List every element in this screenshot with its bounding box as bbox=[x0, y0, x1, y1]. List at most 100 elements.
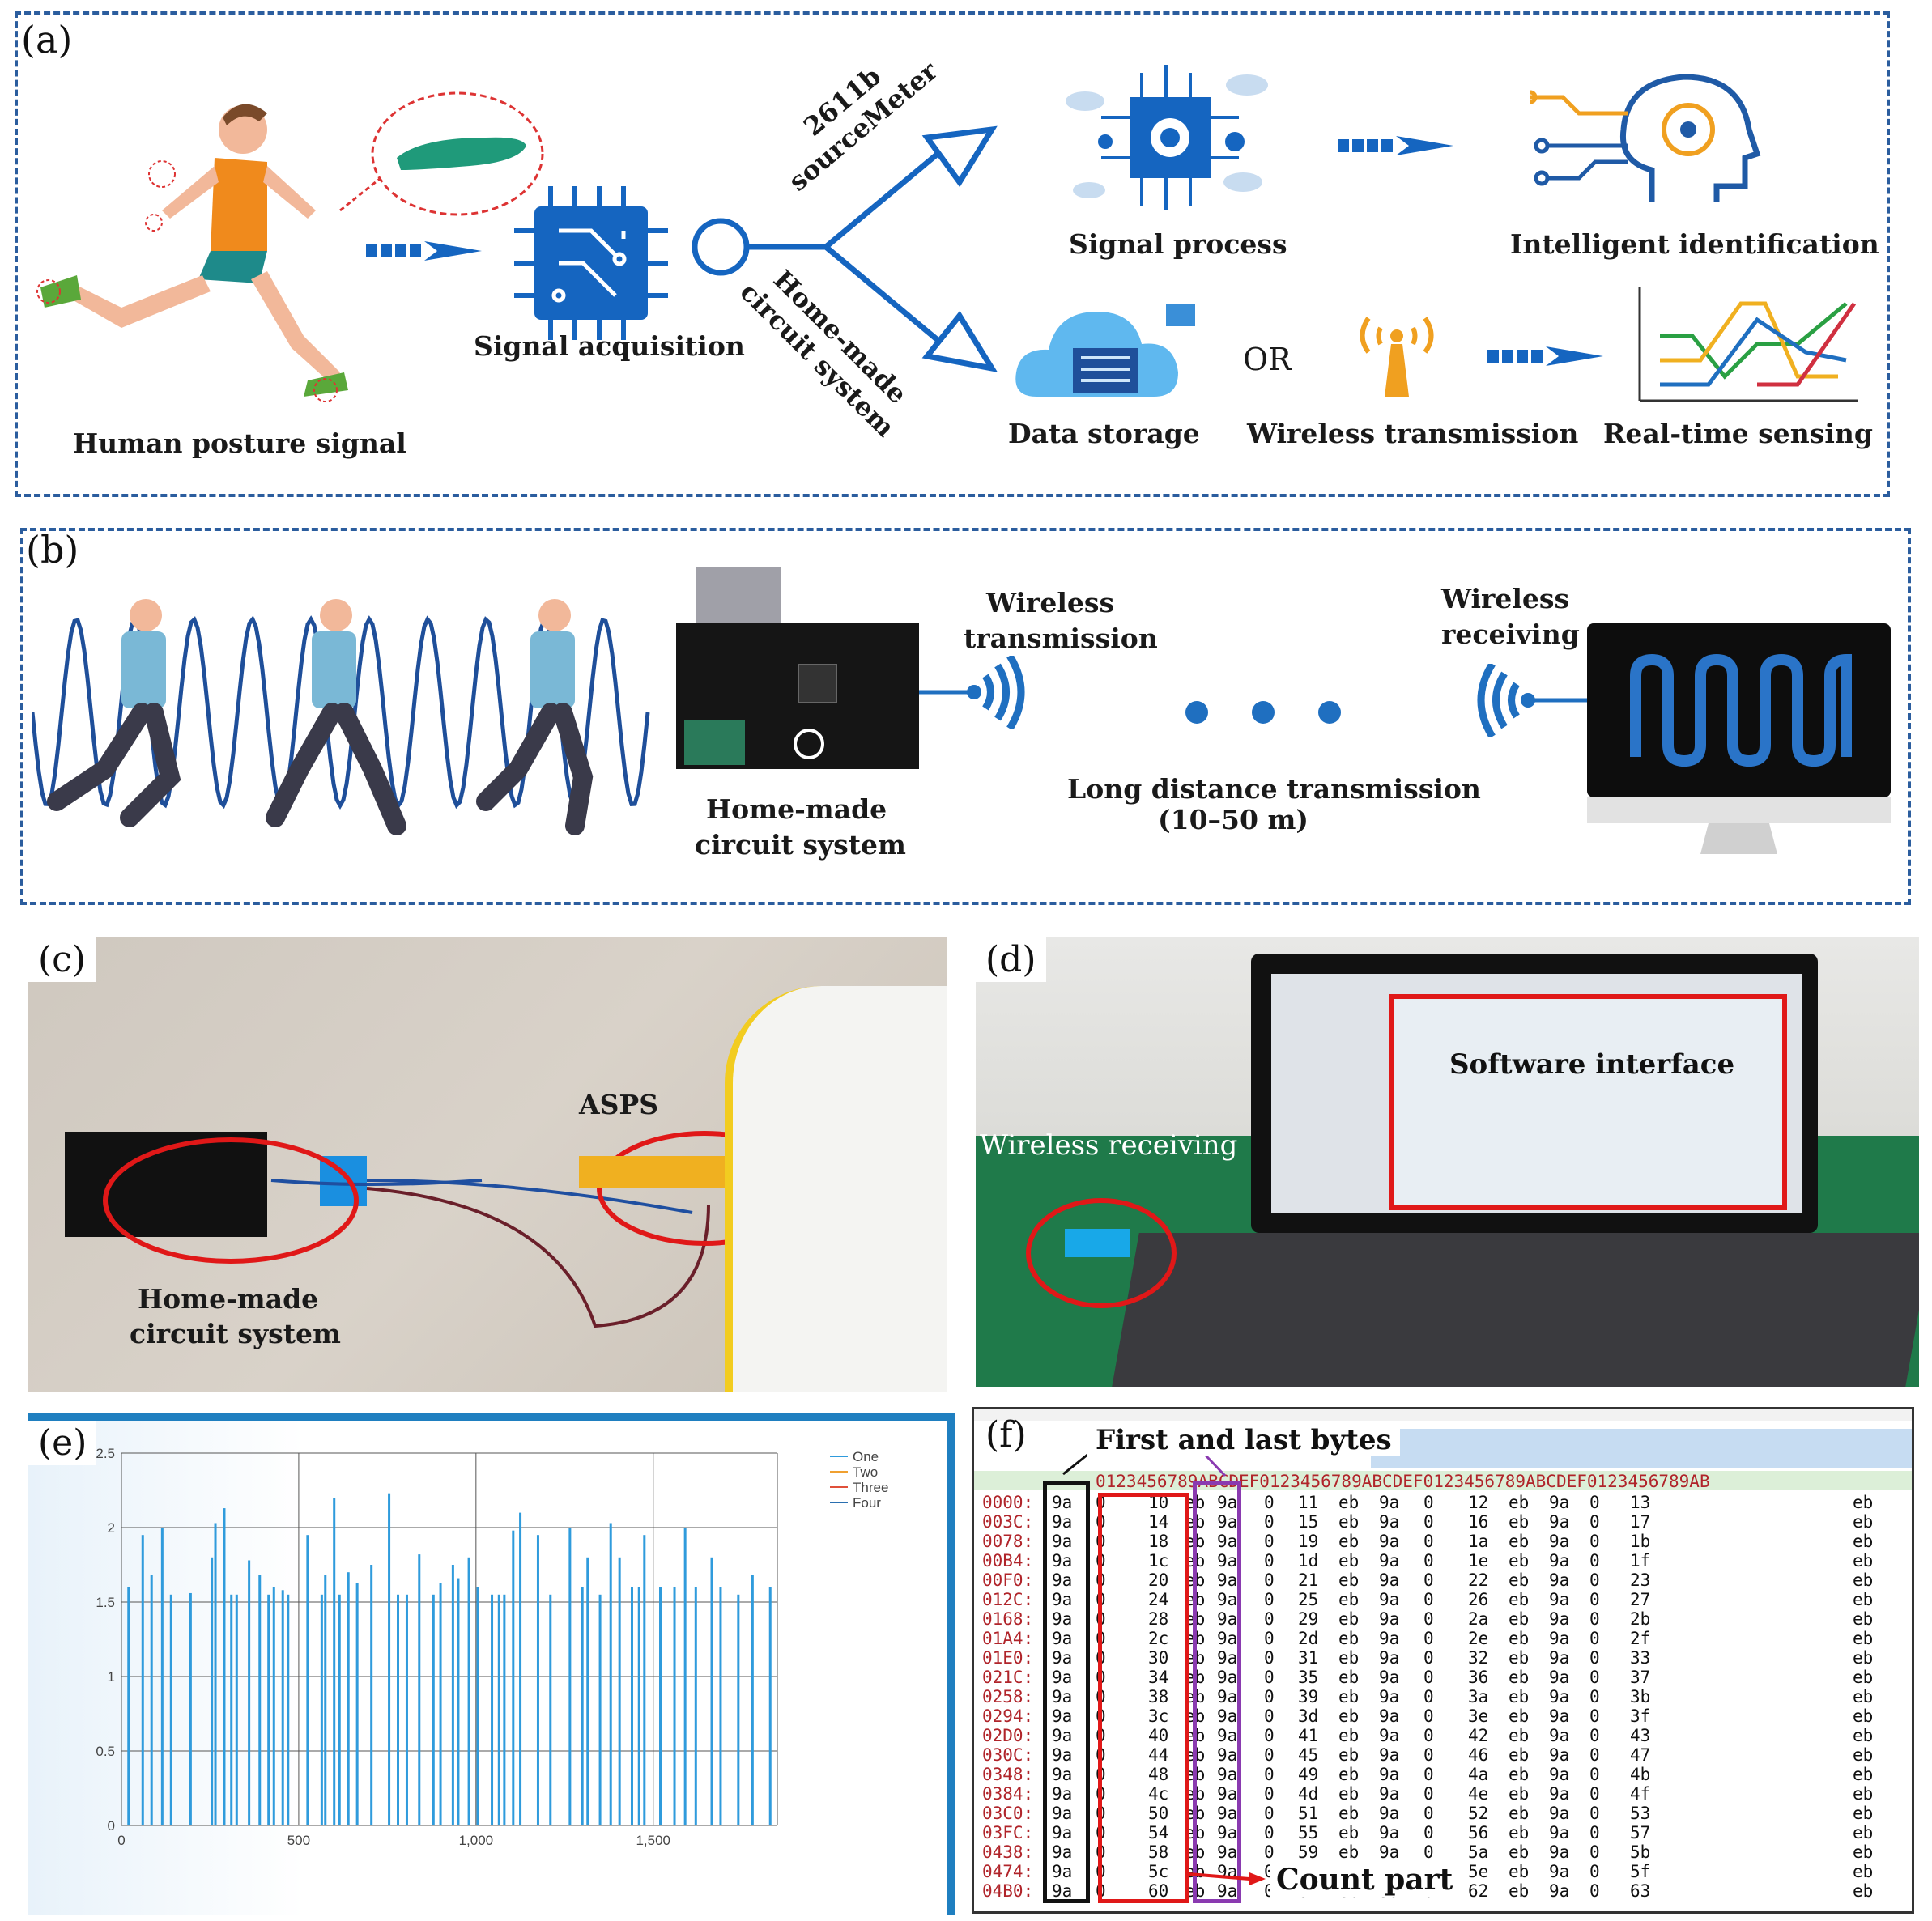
hex-byte: eb bbox=[1509, 1687, 1530, 1706]
insole-callout bbox=[339, 91, 544, 216]
hex-byte: 9a bbox=[1217, 1765, 1238, 1784]
bar bbox=[568, 1528, 572, 1825]
hex-byte: 0 bbox=[1423, 1570, 1434, 1590]
hex-byte: 9a bbox=[1217, 1629, 1238, 1648]
hex-byte: eb bbox=[1853, 1745, 1874, 1765]
cloud-storage-icon bbox=[1015, 304, 1195, 397]
bar bbox=[581, 1587, 584, 1825]
hex-byte: 0 bbox=[1589, 1687, 1600, 1706]
hex-byte: 29 bbox=[1298, 1609, 1319, 1629]
hex-byte: eb bbox=[1509, 1551, 1530, 1570]
hex-byte: 9a bbox=[1217, 1687, 1238, 1706]
hex-address: 00F0: bbox=[982, 1570, 1034, 1590]
hex-byte: 0 bbox=[1589, 1512, 1600, 1532]
sock bbox=[725, 986, 947, 1392]
hex-byte: 5f bbox=[1630, 1862, 1651, 1881]
runner-illustration bbox=[36, 104, 348, 402]
hex-byte: eb bbox=[1338, 1668, 1360, 1687]
hex-byte: 0 bbox=[1589, 1862, 1600, 1881]
flow-arrow-icon bbox=[1487, 346, 1603, 366]
hex-byte: 9a bbox=[1379, 1745, 1400, 1765]
hex-byte: 15 bbox=[1298, 1512, 1319, 1532]
hex-byte: 9a bbox=[1379, 1551, 1400, 1570]
hex-address: 0168: bbox=[982, 1609, 1034, 1629]
bar bbox=[512, 1530, 515, 1825]
hex-byte: 9a bbox=[1379, 1570, 1400, 1590]
bar bbox=[549, 1594, 552, 1825]
hex-byte: eb bbox=[1509, 1823, 1530, 1842]
wireless-rx-icon bbox=[1477, 664, 1591, 737]
hex-byte: eb bbox=[1853, 1532, 1874, 1551]
signal-process-caption: Signal process bbox=[1069, 228, 1287, 260]
hex-byte: 9a bbox=[1379, 1668, 1400, 1687]
hex-byte: eb bbox=[1338, 1648, 1360, 1668]
rx-label-line2: receiving bbox=[1441, 618, 1580, 650]
hex-byte: 9a bbox=[1379, 1842, 1400, 1862]
hex-byte: 0 bbox=[1423, 1532, 1434, 1551]
legend-four: Four bbox=[853, 1495, 881, 1511]
bar bbox=[347, 1572, 350, 1825]
hex-byte: 9a bbox=[1379, 1765, 1400, 1784]
hex-byte: 4b bbox=[1630, 1765, 1651, 1784]
hex-byte: 0 bbox=[1264, 1532, 1275, 1551]
bar bbox=[598, 1594, 602, 1825]
hex-byte: 0 bbox=[1423, 1648, 1434, 1668]
hex-byte: 9a bbox=[1379, 1687, 1400, 1706]
hex-address: 01A4: bbox=[982, 1629, 1034, 1648]
hex-byte: 23 bbox=[1630, 1570, 1651, 1590]
hex-byte: 9a bbox=[1217, 1726, 1238, 1745]
hex-byte: eb bbox=[1509, 1532, 1530, 1551]
hex-byte: eb bbox=[1853, 1823, 1874, 1842]
panel-c-label: (c) bbox=[28, 937, 96, 982]
bar bbox=[683, 1528, 687, 1825]
hex-byte: 12 bbox=[1468, 1493, 1489, 1512]
hex-address: 0438: bbox=[982, 1842, 1034, 1862]
bar bbox=[160, 1528, 164, 1825]
hex-byte: eb bbox=[1853, 1590, 1874, 1609]
hex-byte: 18 bbox=[1148, 1532, 1169, 1551]
hex-byte: 0 bbox=[1423, 1687, 1434, 1706]
hex-byte: 9a bbox=[1052, 1881, 1073, 1901]
bar bbox=[503, 1594, 506, 1825]
hex-byte: 57 bbox=[1630, 1823, 1651, 1842]
hex-byte: 3b bbox=[1630, 1687, 1651, 1706]
hex-header-bar bbox=[974, 1471, 1912, 1490]
hex-byte: 0 bbox=[1589, 1745, 1600, 1765]
bar bbox=[388, 1493, 391, 1825]
hex-byte: 44 bbox=[1148, 1745, 1169, 1765]
panel-c-photo bbox=[28, 937, 947, 1392]
hex-byte: 9a bbox=[1052, 1570, 1073, 1590]
hex-byte: 60 bbox=[1148, 1881, 1169, 1901]
bar bbox=[189, 1592, 192, 1825]
hex-byte: 46 bbox=[1468, 1745, 1489, 1765]
hex-byte: eb bbox=[1509, 1804, 1530, 1823]
hex-byte: 4d bbox=[1298, 1784, 1319, 1804]
hex-byte: 47 bbox=[1630, 1745, 1651, 1765]
hex-byte: 39 bbox=[1298, 1687, 1319, 1706]
hex-byte: 32 bbox=[1468, 1648, 1489, 1668]
antenna-icon bbox=[1360, 317, 1434, 397]
bar bbox=[659, 1587, 662, 1825]
hex-byte: 28 bbox=[1148, 1609, 1169, 1629]
hex-byte: 9a bbox=[1549, 1784, 1570, 1804]
hex-byte: 9a bbox=[1549, 1512, 1570, 1532]
hex-byte: eb bbox=[1853, 1687, 1874, 1706]
y-tick-label: 2 bbox=[108, 1520, 115, 1536]
hex-byte: 1a bbox=[1468, 1532, 1489, 1551]
hex-byte: 9a bbox=[1052, 1493, 1073, 1512]
asps-label: ASPS bbox=[579, 1089, 659, 1120]
hex-byte: 4c bbox=[1148, 1784, 1169, 1804]
circuit-system-line1: Home-made bbox=[706, 793, 887, 825]
hex-byte: 0 bbox=[1264, 1512, 1275, 1532]
hex-byte: 34 bbox=[1148, 1668, 1169, 1687]
bar bbox=[248, 1560, 251, 1825]
hex-address: 0000: bbox=[982, 1493, 1034, 1512]
hex-byte: eb bbox=[1338, 1706, 1360, 1726]
hex-byte: 5b bbox=[1630, 1842, 1651, 1862]
hex-byte: 9a bbox=[1549, 1668, 1570, 1687]
hex-byte: 0 bbox=[1423, 1609, 1434, 1629]
hex-byte: 0 bbox=[1264, 1804, 1275, 1823]
wireless-receiving-label: Wireless receiving bbox=[980, 1129, 1238, 1162]
legend-one: One bbox=[853, 1449, 879, 1464]
